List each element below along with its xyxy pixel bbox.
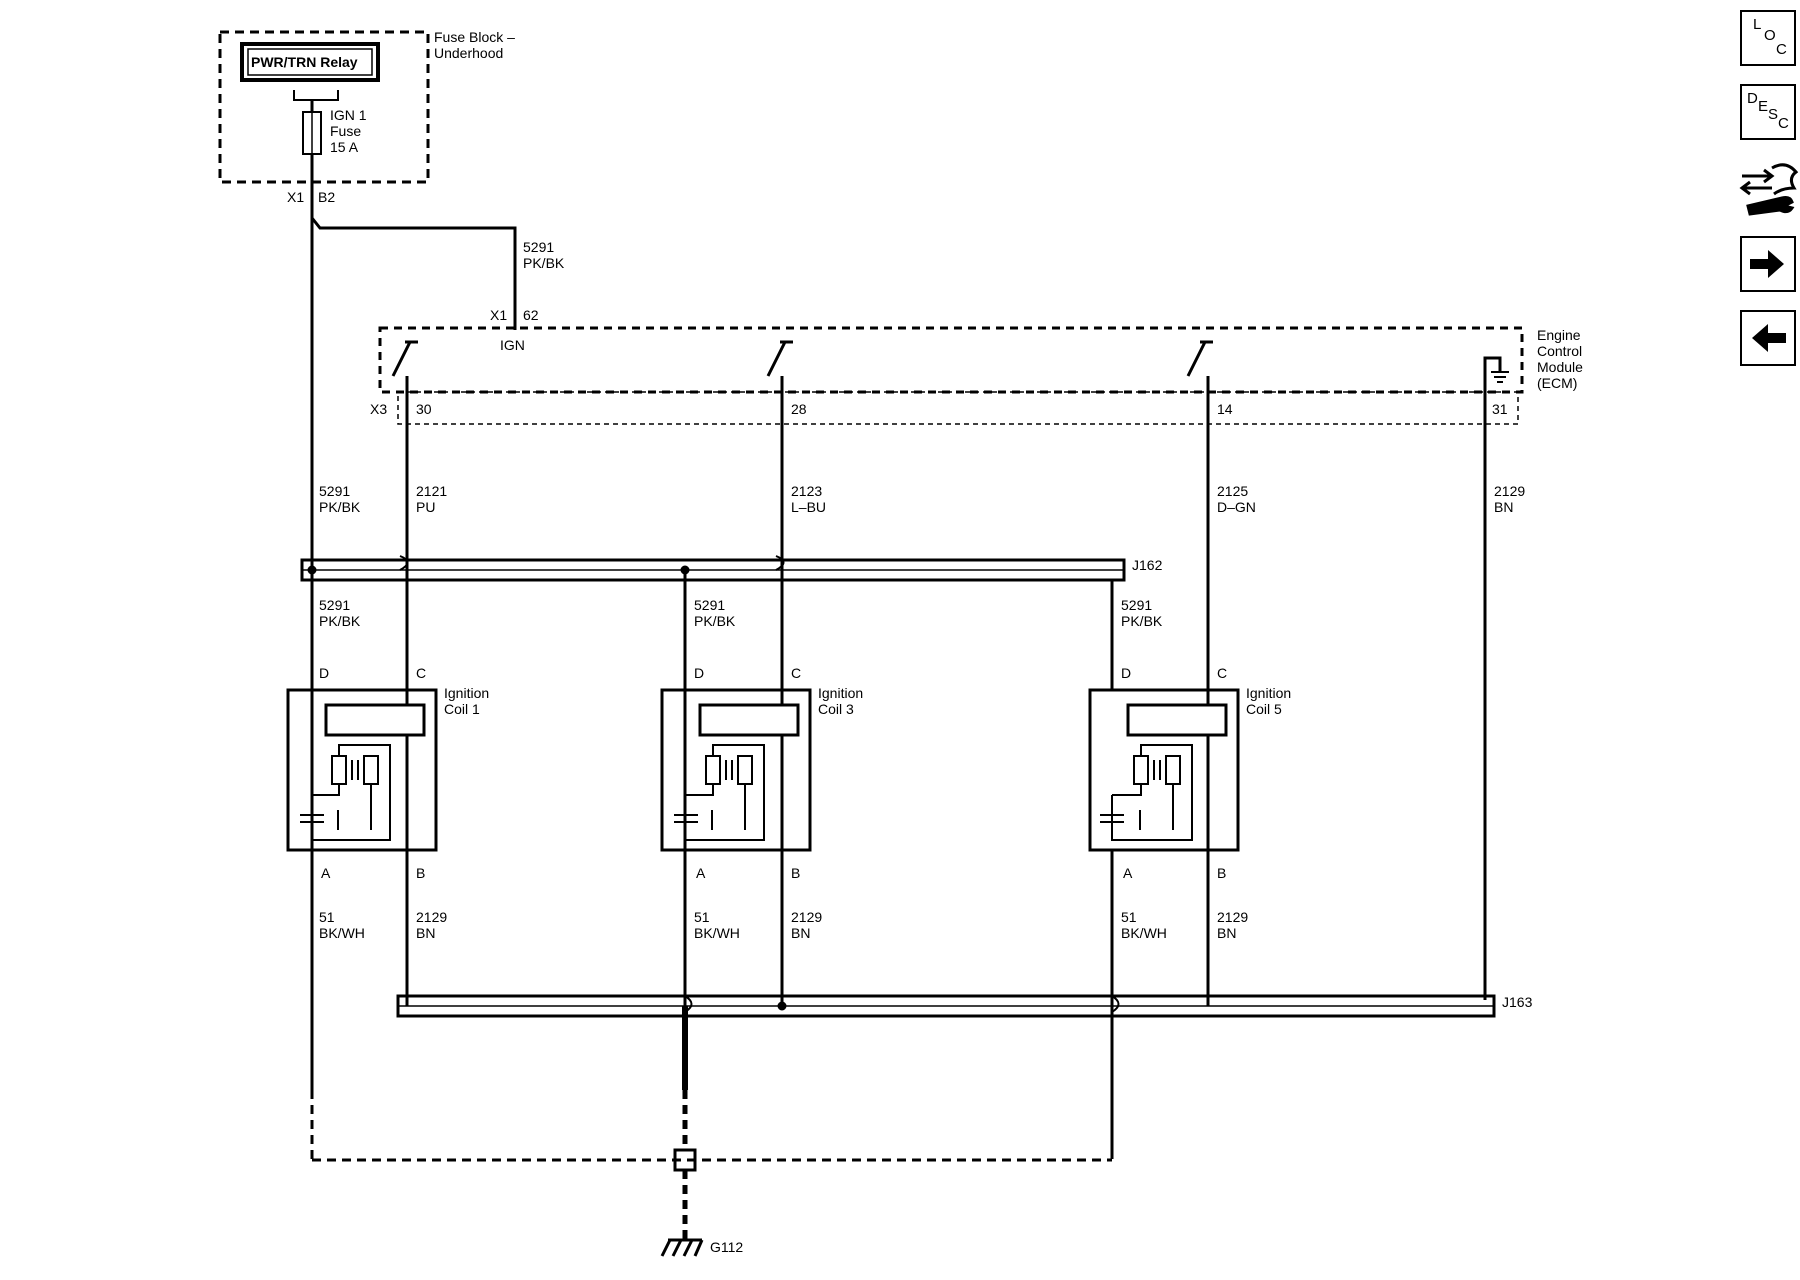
splice-j162-label: J162 <box>1132 557 1163 573</box>
ecm-ign: IGN <box>500 337 525 353</box>
ecm-name-2: Control <box>1537 343 1582 359</box>
coil-pin-d: D <box>694 665 704 681</box>
coil-pin-d: D <box>319 665 329 681</box>
coil-feed-circuit: 5291 <box>1121 597 1152 613</box>
ecm-pin-28: 28 <box>791 401 807 417</box>
fuse-name-2: Fuse <box>330 123 361 139</box>
desc-e: E <box>1758 98 1769 115</box>
splice-j163-label: J163 <box>1502 994 1533 1010</box>
fuse-rating: 15 A <box>330 139 359 155</box>
next-arrow-icon <box>1750 250 1784 278</box>
coil-ret-color: BN <box>416 925 435 941</box>
coil-ret-color: BN <box>791 925 810 941</box>
pwr-trn-relay-box <box>240 42 380 82</box>
ecm-ground-icon <box>1483 356 1509 460</box>
loc-o: O <box>1764 27 1776 44</box>
wire-circuit: 2121 <box>416 483 447 499</box>
coil-name-1: Ignition <box>1246 685 1291 701</box>
wire-color: L–BU <box>791 499 826 515</box>
coil-name-2: Coil 5 <box>1246 701 1282 717</box>
coil-feed-circuit: 5291 <box>319 597 350 613</box>
previous-arrow-icon <box>1752 324 1786 352</box>
coil-pin-c: C <box>791 665 801 681</box>
desc-button[interactable]: D E S C <box>1740 84 1796 140</box>
wire-circuit: 5291 <box>319 483 350 499</box>
connector-repair-icon <box>1739 163 1799 216</box>
coil-pin-a: A <box>1123 865 1133 881</box>
previous-button[interactable] <box>1740 310 1796 366</box>
ecm-pin-14: 14 <box>1217 401 1233 417</box>
fuse-block-title-2: Underhood <box>434 45 503 61</box>
ecm-pin-62: 62 <box>523 307 539 323</box>
wire-color: D–GN <box>1217 499 1256 515</box>
wire-color: BN <box>1494 499 1513 515</box>
coil-pin-a: A <box>321 865 331 881</box>
fuse-conn-x1: X1 <box>287 189 304 205</box>
coil-pin-d: D <box>1121 665 1131 681</box>
ignition-coil-3 <box>660 688 812 1006</box>
ecm-conn-x3: X3 <box>370 401 387 417</box>
loc-l: L <box>1753 16 1762 33</box>
coil-name-1: Ignition <box>444 685 489 701</box>
fuse-block-title-1: Fuse Block – <box>434 29 515 45</box>
fuse-conn-b2: B2 <box>318 189 335 205</box>
ecm-name-4: (ECM) <box>1537 375 1577 391</box>
loc-c: C <box>1776 41 1787 58</box>
coil-gnd-color: BK/WH <box>319 925 365 941</box>
ecm-name-3: Module <box>1537 359 1583 375</box>
coil-gnd-circuit: 51 <box>694 909 710 925</box>
wire-circuit: 2123 <box>791 483 822 499</box>
feed-to-ecm <box>310 217 517 330</box>
ecm-name-1: Engine <box>1537 327 1581 343</box>
ecm-pin-30: 30 <box>416 401 432 417</box>
coil-ret-circuit: 2129 <box>791 909 822 925</box>
ecm-conn-x1: X1 <box>490 307 507 323</box>
relay-label: PWR/TRN Relay <box>251 54 358 70</box>
coil-ret-circuit: 2129 <box>416 909 447 925</box>
coil-name-1: Ignition <box>818 685 863 701</box>
feed-color: PK/BK <box>523 255 565 271</box>
wire-color: PU <box>416 499 435 515</box>
ecm-driver-pin-14 <box>1186 340 1213 377</box>
coil-gnd-color: BK/WH <box>694 925 740 941</box>
coil-feed-color: PK/BK <box>1121 613 1163 629</box>
coil-feed-color: PK/BK <box>319 613 361 629</box>
wire-circuit: 2129 <box>1494 483 1525 499</box>
coil-gnd-circuit: 51 <box>1121 909 1137 925</box>
coil-gnd-color: BK/WH <box>1121 925 1167 941</box>
ecm-boundary <box>378 326 1524 394</box>
coil-pin-a: A <box>696 865 706 881</box>
connector-repair-button[interactable] <box>1738 158 1800 220</box>
coil-feed-color: PK/BK <box>694 613 736 629</box>
wire-circuit: 2125 <box>1217 483 1248 499</box>
wire-color: PK/BK <box>319 499 361 515</box>
fuse-name-1: IGN 1 <box>330 107 367 123</box>
coil-pin-c: C <box>1217 665 1227 681</box>
ecm-driver-pin-30 <box>391 340 418 377</box>
ignition-coil-5 <box>1088 688 1240 1006</box>
desc-d: D <box>1747 90 1758 107</box>
coil-pin-b: B <box>416 865 425 881</box>
coil-pin-b: B <box>1217 865 1226 881</box>
ground-g112-icon <box>660 1238 704 1257</box>
coil-ret-color: BN <box>1217 925 1236 941</box>
coil-name-2: Coil 3 <box>818 701 854 717</box>
coil-name-2: Coil 1 <box>444 701 480 717</box>
coil-gnd-circuit: 51 <box>319 909 335 925</box>
ecm-pin-31: 31 <box>1492 401 1508 417</box>
loc-button[interactable]: L O C <box>1740 10 1796 66</box>
ecm-driver-pin-28 <box>766 340 793 377</box>
desc-s: S <box>1768 106 1779 123</box>
coil-ret-circuit: 2129 <box>1217 909 1248 925</box>
desc-c: C <box>1778 115 1789 132</box>
coil-pin-b: B <box>791 865 800 881</box>
coil-pin-c: C <box>416 665 426 681</box>
ignition-coil-1 <box>286 688 438 852</box>
next-button[interactable] <box>1740 236 1796 292</box>
feed-circuit: 5291 <box>523 239 554 255</box>
ground-label: G112 <box>710 1239 743 1255</box>
coil-feed-circuit: 5291 <box>694 597 725 613</box>
